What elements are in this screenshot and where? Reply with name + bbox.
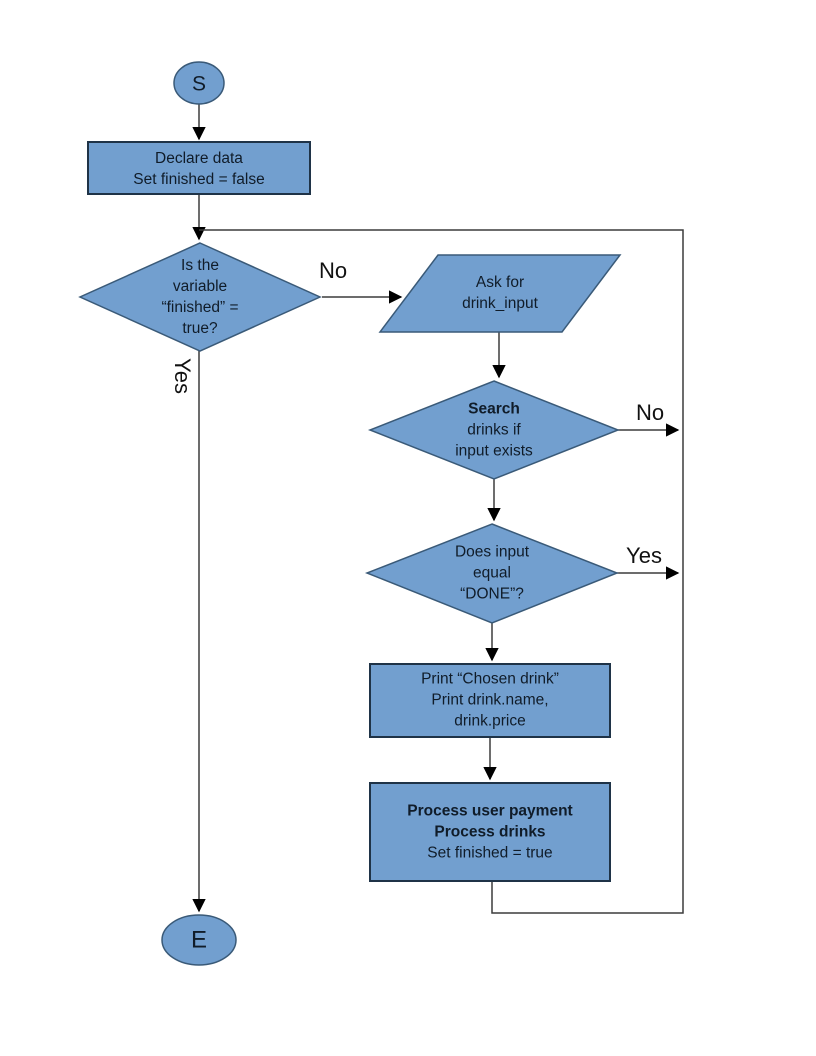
search-no-label: No [635,400,665,425]
done-yes-label: Yes [626,543,662,568]
ask-line-2: drink_input [462,295,538,312]
declare-process-shape [87,141,311,195]
payment-process-shape [369,782,611,882]
done-line-3: “DONE”? [460,585,524,603]
search-line-2: drinks if [467,421,521,439]
ask-input-io-label: Ask for drink_input [462,272,538,314]
done-decision-shape [364,523,620,624]
start-terminator-shape [173,61,225,105]
finished-line-4: true? [182,320,218,337]
finished-no-label: No [318,258,348,283]
declare-line-2: Set finished = false [133,171,265,188]
payment-line-3: Set finished = true [427,844,553,862]
done-decision-label: Does input equal “DONE”? [455,542,529,605]
done-line-1: Does input [454,543,530,561]
ask-line-1: Ask for [475,274,525,291]
declare-line-1: Declare data [155,150,243,167]
print-process-shape [369,663,611,738]
search-line-1: Search [468,400,520,418]
payment-line-1: Process user payment [407,802,573,820]
finished-line-2: variable [172,278,228,295]
finished-decision-shape [78,242,322,352]
print-line-2: Print drink.name, [431,691,549,709]
payment-process-label: Process user payment Process drinks Set … [407,801,572,864]
print-process-label: Print “Chosen drink” Print drink.name, d… [421,669,559,732]
print-line-1: Print “Chosen drink” [421,670,559,688]
end-terminator-label: E [190,926,208,954]
start-terminator-label: S [191,72,207,96]
finished-decision-label: Is the variable “finished” = true? [161,255,238,339]
finished-line-3: “finished” = [161,299,239,316]
print-line-3: drink.price [454,712,526,730]
declare-process-label: Declare data Set finished = false [133,148,264,190]
payment-line-2: Process drinks [434,823,546,841]
search-decision-shape [367,380,621,480]
done-line-2: equal [473,564,511,582]
edge-loop-return [199,229,684,914]
finished-yes-label: Yes [170,358,195,394]
search-decision-label: Search drinks if input exists [455,399,533,462]
search-line-3: input exists [455,442,533,460]
end-terminator-shape [161,914,237,966]
finished-line-1: Is the [181,257,219,274]
ask-input-io-shape [378,254,622,333]
